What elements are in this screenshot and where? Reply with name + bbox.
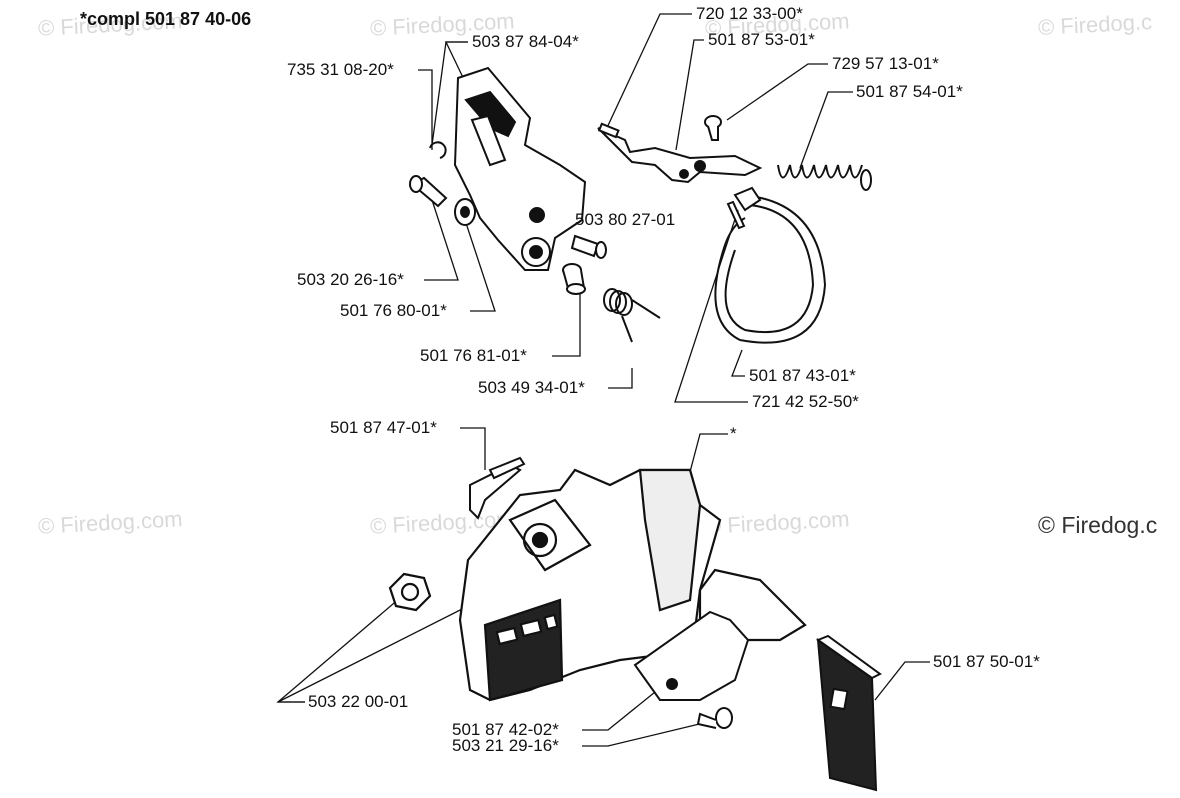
side-plate-part <box>633 610 750 701</box>
part-label: 720 12 33-00* <box>696 4 803 23</box>
part-label: 503 87 84-04* <box>472 32 579 51</box>
part-label: 735 31 08-20* <box>287 60 394 79</box>
leader-line <box>799 91 853 169</box>
brake-lever-part <box>597 122 763 184</box>
guide-plate-part <box>469 456 526 520</box>
part-label: 501 87 47-01* <box>330 418 437 437</box>
leader-line <box>726 63 828 121</box>
clutch-cover-part <box>458 468 807 702</box>
part-label: 721 42 52-50* <box>752 392 859 411</box>
leader-line <box>675 39 704 151</box>
bar-cover-part <box>815 634 882 792</box>
small-screw-part <box>704 115 722 141</box>
washer-part <box>454 198 476 226</box>
coil-spring-part <box>777 164 872 191</box>
part-label: 503 80 27-01 <box>575 210 676 229</box>
leader-line <box>674 209 748 403</box>
part-label: 501 87 42-02* <box>452 720 559 739</box>
leader-line <box>277 599 481 703</box>
leader-line <box>464 219 496 312</box>
part-label: 503 20 26-16* <box>297 270 404 289</box>
screw-part <box>409 175 448 208</box>
part-label: 501 87 54-01* <box>856 82 963 101</box>
leader-line <box>582 687 661 731</box>
leader-line <box>460 427 486 470</box>
band-pin-part <box>726 200 746 230</box>
assembly-title: *compl 501 87 40-06 <box>80 9 252 29</box>
part-label: 501 76 81-01* <box>420 346 527 365</box>
pin-part <box>570 234 607 259</box>
leader-line <box>689 433 728 473</box>
brake-band-part <box>714 186 827 344</box>
leader-line <box>604 13 692 133</box>
watermark: © Firedog.c <box>1038 512 1158 538</box>
brake-handle-part <box>453 66 587 271</box>
leader-line <box>552 290 581 357</box>
part-label: * <box>730 424 737 443</box>
bushing-part <box>562 263 586 295</box>
leader-line <box>582 719 717 747</box>
leader-line <box>424 199 459 281</box>
cover-screw-part <box>696 707 733 729</box>
leader-line <box>608 368 633 389</box>
leader-line <box>874 661 930 701</box>
leader-line <box>731 349 745 377</box>
part-label: 503 49 34-01* <box>478 378 585 397</box>
part-label: 501 87 53-01* <box>708 30 815 49</box>
part-label: 501 87 43-01* <box>749 366 856 385</box>
part-label: 501 76 80-01* <box>340 301 447 320</box>
leader-line <box>418 69 433 150</box>
nut-part <box>388 572 432 612</box>
torsion-spring-part <box>603 288 661 343</box>
part-label: 729 57 13-01* <box>832 54 939 73</box>
clip-part <box>429 141 447 159</box>
part-label: 501 87 50-01* <box>933 652 1040 671</box>
part-label: 503 21 29-16* <box>452 736 559 755</box>
leader-line <box>444 41 469 89</box>
part-label: 503 22 00-01 <box>308 692 409 711</box>
